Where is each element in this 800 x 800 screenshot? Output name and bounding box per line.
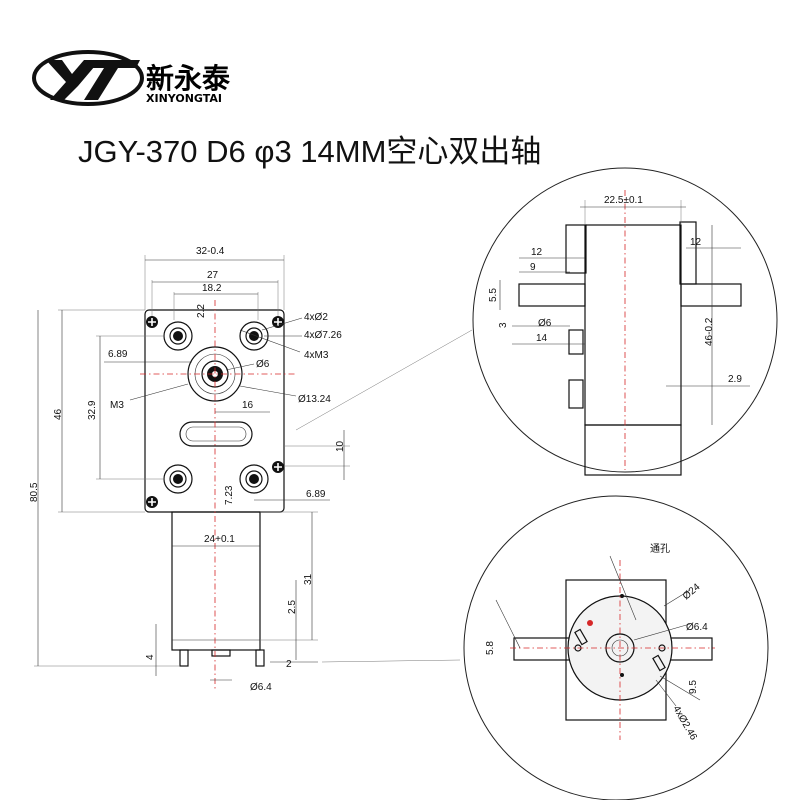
side-dim-right-12: 12 [690,237,702,248]
dim-thread-label: M3 [110,400,124,411]
dim-pitch-y: 32.9 [87,400,98,420]
motor-can [171,511,261,651]
dim-slot-height: 10 [335,440,346,452]
side-dim-left-9: 9 [530,262,536,273]
corner-screw [272,461,284,473]
dim-hole-pitch-x: 27 [207,270,219,281]
end-dim-9-5: 9.5 [688,680,699,694]
dim-inner-pitch: 18.2 [202,283,222,294]
dim-terminal-2: 2 [286,659,292,670]
side-hub-right [679,221,697,285]
mounting-hole [239,464,269,494]
side-dim-14: 14 [536,333,548,344]
side-dim-height: 46-0.2 [704,317,715,346]
side-boss-mid [568,329,584,355]
dim-left-offset: 6.89 [108,349,128,360]
dim-offset-16: 16 [242,400,254,411]
logo-lettering-en: XINYONGTAI [146,92,222,105]
gearbox-slot [179,421,253,447]
end-dim-24: Ø24 [681,581,703,602]
dim-shaft-diameter: Ø6 [256,359,270,370]
end-dim-6-4: Ø6.4 [686,622,708,633]
dim-motor-width: 24+0.1 [204,534,235,545]
motor-terminal [179,649,189,667]
side-dim-width: 22.5±0.1 [604,195,643,206]
detail-leader [321,659,461,663]
mounting-hole [163,464,193,494]
side-dim-2-9: 2.9 [728,374,742,385]
side-detail-dimensions: 22.5±0.1 12 9 12 5.5 3 Ø6 14 46-0.2 2.9 [488,195,750,425]
side-shaft-right [680,283,742,307]
logo-lettering-cn: 新永泰 [146,62,231,95]
side-dim-left-12: 12 [531,247,543,258]
end-dim-holes: 4xØ2.46 [670,704,699,743]
dim-hole-diameter: 4xØ2 [304,312,328,323]
dim-motor-2-5: 2.5 [287,600,298,614]
end-detail [463,495,769,800]
brush-terminal [652,654,666,672]
motor-side-body [584,424,682,476]
rear-bushing [211,649,231,657]
brush-terminal [574,628,588,646]
side-dim-3: 3 [498,322,509,328]
side-shaft-left [518,283,586,307]
gearbox-side-body [584,224,682,426]
mounting-hole [163,321,193,351]
dim-height: 46 [53,408,64,420]
dim-bottom-shaft: Ø6.4 [250,682,272,693]
detail-leader [295,329,473,431]
drawing-title: JGY-370 D6 φ3 14MM空心双出轴 [78,134,541,169]
mounting-hole [239,321,269,351]
dim-overall-width: 32-0.4 [196,246,225,257]
dim-boss-diameter: Ø13.24 [298,394,331,405]
side-dim-5-5: 5.5 [488,288,499,302]
dim-terminal-4: 4 [145,654,156,660]
dim-bottom-offset: 7.23 [224,485,235,505]
front-view [140,300,295,690]
side-detail [472,167,778,476]
dim-thread: 4xM3 [304,350,329,361]
corner-screw [146,316,158,328]
end-dim-5-8: 5.8 [485,641,496,655]
end-shaft-left [513,637,571,661]
side-dim-shaft: Ø6 [538,318,552,329]
dim-small-tick: 2.2 [196,304,207,318]
corner-screw [272,316,284,328]
dim-motor-length: 31 [303,573,314,585]
end-label-through-hole: 通孔 [650,543,670,555]
dim-counterbore: 4xØ7.26 [304,330,342,341]
side-boss-low [568,379,584,409]
dim-right-offset: 6.89 [306,489,326,500]
front-view-dimensions: 32-0.4 27 18.2 2.2 4xØ2 4xØ7.26 4xM3 Ø6 … [29,246,350,693]
side-boss-top [565,224,587,274]
motor-terminal [255,649,265,667]
brand-logo: 新永泰 XINYONGTAI [32,50,231,106]
dim-total-height: 80.5 [29,482,40,502]
corner-screw [146,496,158,508]
